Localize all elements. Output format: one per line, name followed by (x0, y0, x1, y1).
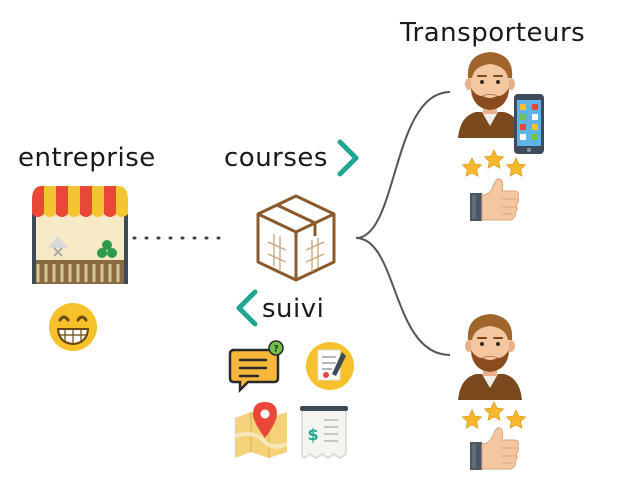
orders-label: courses (224, 143, 328, 173)
courier-avatar-icon (457, 313, 523, 401)
star-rating-icon (462, 149, 526, 177)
svg-text:?: ? (273, 345, 278, 355)
map-pin-icon (234, 402, 288, 458)
star-rating-icon (462, 401, 526, 429)
shop-icon (32, 186, 128, 284)
connector-lines (132, 91, 451, 356)
chevron-right-icon (337, 139, 359, 177)
thumbs-up-icon (469, 427, 520, 471)
thumbs-up-icon (469, 178, 520, 222)
chevron-left-icon (236, 289, 258, 327)
document-icon (306, 342, 354, 390)
chat-notification-icon: ? (228, 340, 284, 394)
smartphone-icon (514, 94, 544, 154)
parcel-box-icon (256, 194, 336, 282)
svg-text:$: $ (307, 425, 318, 444)
courier-avatar-icon (457, 51, 523, 139)
grin-emoji-icon (49, 303, 97, 351)
tracking-label: suivi (262, 294, 325, 324)
transporters-label: Transporteurs (400, 18, 586, 48)
connector-to-bottom-courier (355, 237, 451, 356)
company-label: entreprise (18, 143, 156, 173)
connector-to-top-courier (355, 91, 451, 239)
receipt-icon: $ (300, 406, 348, 459)
